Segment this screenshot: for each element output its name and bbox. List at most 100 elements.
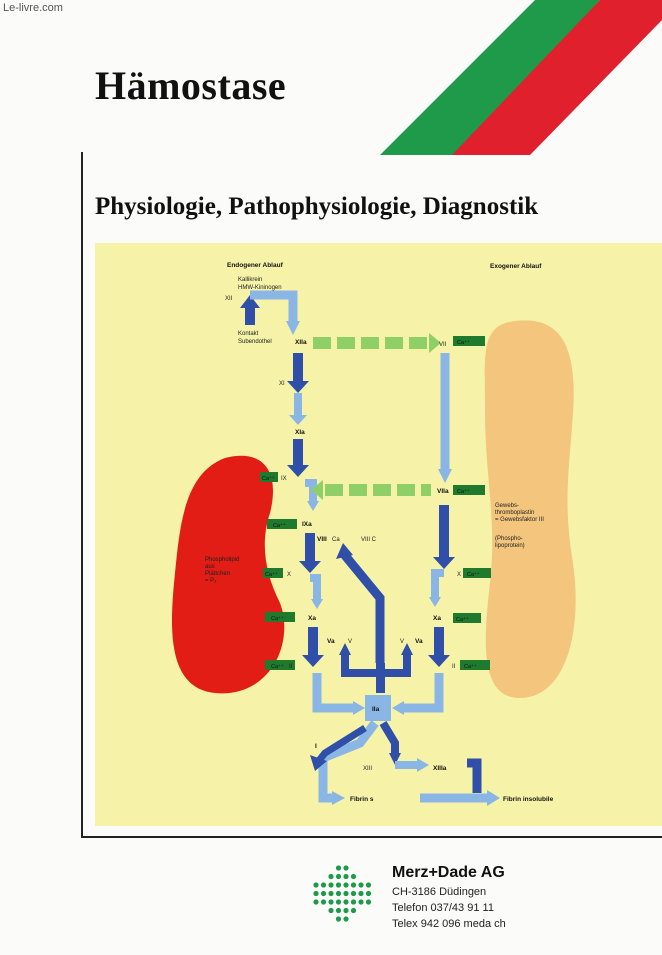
logo-dot [350, 907, 357, 914]
logo-dot [365, 890, 372, 897]
logo-dot [335, 916, 342, 922]
logo-dot [328, 899, 334, 905]
cover-subtitle: Physiologie, Pathophysiologie, Diagnosti… [95, 193, 539, 220]
logo-dot [328, 873, 334, 880]
ca-label: Ca⁺⁺ [456, 616, 469, 623]
factor-va-left-label: Va [327, 638, 335, 645]
factor-x-right-label: X [457, 572, 461, 578]
logo-dot [358, 890, 364, 897]
factor-va-right-label: Va [415, 638, 423, 645]
logo-dot [335, 890, 342, 897]
gewebs-line-5: (Phospho- [495, 536, 523, 542]
logo-dot [328, 882, 334, 888]
coagulation-cascade-diagram: Endogener Ablauf Exogener Ablauf Kallikr… [171, 262, 576, 806]
logo-dot [343, 865, 349, 871]
hmw-label: HMW-Kininogen [238, 285, 282, 291]
ca-mid-label: Ca [332, 537, 340, 543]
logo-dot [335, 899, 342, 905]
diagonal-stripes-logo [380, 0, 662, 155]
cover-title: Hämostase [95, 63, 287, 108]
exogen-label: Exogener Ablauf [490, 263, 542, 270]
factor-i-label: I [315, 743, 317, 750]
factor-xii-label: XII [225, 296, 233, 302]
factor-ii-left-label: II [289, 664, 293, 670]
factor-iia-box [365, 695, 391, 721]
phospholipid-line-1: Phospholipid [205, 557, 239, 563]
ca-boxes-right [453, 336, 491, 670]
logo-dot [343, 907, 349, 914]
logo-dot [350, 899, 357, 905]
logo-dot [358, 882, 364, 888]
factor-viiic-label: VIII C [361, 537, 377, 543]
logo-dot [335, 873, 342, 880]
ca-label: Ca⁺⁺ [457, 339, 470, 346]
ca-label: Ca⁺⁺ [271, 663, 284, 670]
ca-label: Ca⁺⁺ [457, 488, 470, 495]
phospholipid-organ [171, 455, 285, 694]
logo-dot [335, 865, 342, 871]
fibrin-insolubile-label: Fibrin insolubile [503, 796, 554, 803]
subendothel-label: Subendothel [238, 339, 272, 345]
gewebs-line-1: Gewebs- [495, 503, 519, 509]
merz-dade-logo-icon [313, 865, 372, 922]
logo-dot [313, 890, 319, 897]
phospholipid-line-4: = P₃ [205, 578, 217, 584]
logo-dot [335, 882, 342, 888]
green-dashed-arrow-mid [311, 480, 431, 500]
logo-dot [335, 907, 342, 914]
logo-dot [343, 899, 349, 905]
logo-dot [343, 890, 349, 897]
factor-ii-right-label: II [452, 664, 456, 670]
tissue-factor-organ [484, 320, 576, 698]
logo-dot [358, 899, 364, 905]
factor-iia-label: IIa [372, 706, 380, 713]
company-name: Merz+Dade AG [392, 864, 505, 881]
logo-dot [343, 916, 349, 922]
frame-line-horizontal [81, 836, 662, 838]
factor-xiii-label: XIII [363, 766, 372, 772]
ca-label: Ca⁺⁺ [271, 615, 284, 622]
factor-v-right-label: V [400, 639, 404, 645]
logo-dot [320, 890, 327, 897]
company-telefon: Telefon 037/43 91 11 [392, 902, 494, 914]
logo-dot [328, 907, 334, 914]
factor-v-left-label: V [348, 639, 352, 645]
kallikrein-label: Kallikrein [238, 277, 262, 283]
endogen-label: Endogener Ablauf [227, 262, 284, 269]
red-stripe [452, 0, 662, 155]
gewebs-line-3: = Gewebsfaktor III [495, 517, 544, 523]
logo-dot [365, 882, 372, 888]
factor-xa-left-label: Xa [308, 615, 316, 622]
logo-dot [313, 882, 319, 888]
ca-label: Ca⁺⁺ [265, 571, 278, 578]
logo-dot [350, 890, 357, 897]
logo-dot [343, 873, 349, 880]
logo-dot [350, 882, 357, 888]
factor-xa-right-label: Xa [433, 615, 441, 622]
company-address: CH-3186 Düdingen [392, 886, 487, 898]
factor-xiiia-label: XIIIa [433, 765, 447, 772]
fibrin-s-label: Fibrin s [350, 796, 374, 803]
factor-ix-label: IX [281, 476, 287, 482]
logo-dot [350, 873, 357, 880]
ca-boxes-left [260, 472, 297, 670]
ca-label: Ca⁺⁺ [464, 663, 477, 670]
logo-dot [365, 899, 372, 905]
logo-dot [328, 890, 334, 897]
factor-xia-label: XIa [295, 429, 305, 436]
factor-vii-label: VII [439, 342, 447, 348]
factor-viii-label: VIII [317, 536, 327, 543]
logo-dot [320, 899, 327, 905]
kontakt-label: Kontakt [238, 331, 259, 337]
watermark: Le-livre.com [3, 2, 63, 14]
factor-xi-label: XI [279, 381, 285, 387]
green-dashed-arrow-top [313, 333, 441, 353]
logo-dot [320, 882, 327, 888]
green-stripe [380, 0, 600, 155]
factor-xiia-label: XIIa [295, 339, 307, 346]
company-telex: Telex 942 096 meda ch [392, 918, 506, 930]
factor-x-left-label: X [287, 572, 291, 578]
logo-dot [313, 899, 319, 905]
factor-viia-label: VIIa [437, 488, 449, 495]
phospholipid-line-2: aus [205, 564, 215, 570]
